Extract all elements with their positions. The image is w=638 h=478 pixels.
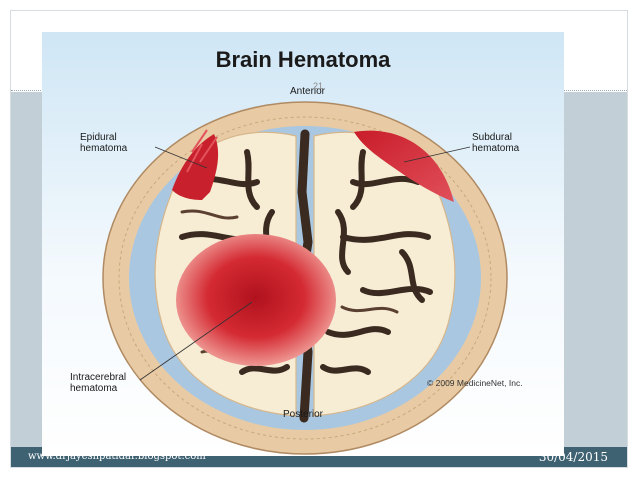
leader-subdural [403, 146, 471, 163]
intracerebral-label: Intracerebral hematoma [70, 372, 127, 394]
subdural-label: Subdural hematoma [472, 132, 520, 154]
epidural-label: Epidural hematoma [80, 132, 128, 154]
footer-url[interactable]: www.drjayeshpatidar.blogspot.com [28, 451, 206, 462]
leader-intracerebral [139, 301, 253, 381]
brain-hematoma-figure: Brain Hematoma Anterior Epidural hematom… [42, 32, 564, 456]
anterior-label: Anterior [290, 86, 326, 97]
leader-epidural [154, 146, 208, 169]
epidural-hematoma [172, 129, 219, 200]
copyright-notice: © 2009 MedicineNet, Inc. [427, 378, 523, 388]
intracerebral-hematoma [176, 234, 336, 366]
brain-cross-section-illustration [42, 32, 564, 456]
figure-title: Brain Hematoma [215, 47, 391, 72]
posterior-label: Posterior [283, 409, 324, 420]
slide-number: 21 [313, 81, 324, 91]
leader-lines [139, 146, 471, 381]
subdural-hematoma [354, 130, 454, 202]
